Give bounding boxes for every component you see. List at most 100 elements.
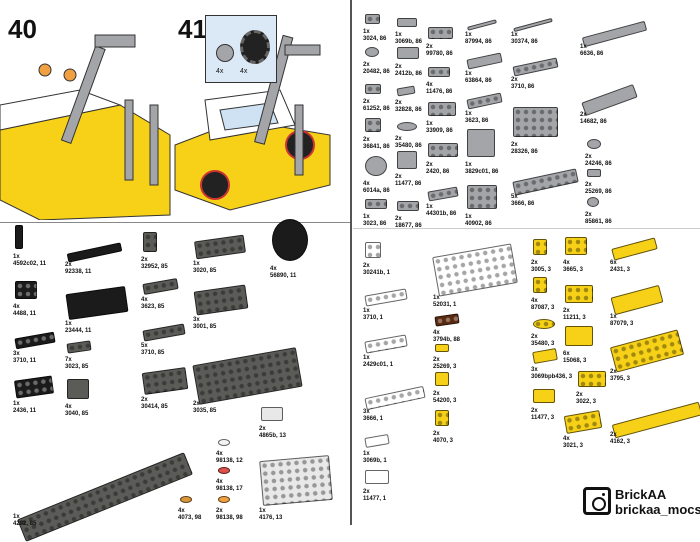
part-image (533, 239, 547, 255)
part-image (365, 47, 379, 57)
instagram-icon (583, 487, 611, 515)
part-image (193, 234, 247, 260)
part-code: 87079, 3 (610, 321, 634, 327)
part-code: 30414, 85 (141, 404, 168, 410)
part-image (428, 102, 456, 116)
part-image (218, 496, 230, 503)
part-image (587, 197, 599, 207)
part-image (563, 410, 603, 434)
step-number-41: 41 (178, 14, 207, 44)
part-quantity: 5x (141, 343, 148, 349)
part-quantity: 4x (216, 451, 223, 457)
part-code: 4070, 3 (433, 438, 454, 444)
part-image (141, 367, 189, 395)
part-code: 85861, 86 (585, 219, 612, 225)
part-image (15, 225, 23, 249)
part-image (578, 371, 606, 387)
part-code: 33909, 86 (426, 128, 453, 134)
part-code: 3001, 85 (193, 324, 217, 330)
part-image (467, 129, 495, 157)
part-quantity: 1x (259, 508, 266, 514)
part-code: 98138, 12 (216, 458, 243, 464)
part-image (66, 242, 123, 263)
part-quantity: 1x (65, 321, 72, 327)
step-40-truck-illustration (0, 34, 171, 220)
part-code: 3021, 3 (563, 443, 584, 449)
part-quantity: 1x (580, 44, 587, 50)
part-code: 2436, 11 (13, 408, 37, 414)
part-image (66, 340, 92, 354)
part-code: 6636, 86 (580, 51, 604, 57)
brand-name: BrickAA (615, 487, 667, 502)
part-quantity: 4x (433, 330, 440, 336)
part-image (364, 334, 408, 354)
part-code: 30374, 86 (511, 39, 538, 45)
part-image (365, 199, 387, 209)
part-quantity: 1x (13, 401, 20, 407)
step-divider (0, 222, 350, 223)
part-image (193, 284, 249, 316)
part-code: 3069bpb436, 3 (531, 374, 573, 380)
part-quantity: 2x (363, 137, 370, 143)
part-image (513, 107, 558, 137)
part-code: 87994, 86 (465, 39, 492, 45)
part-code: 4176, 13 (259, 515, 283, 521)
part-image (65, 285, 129, 321)
step-number-40: 40 (8, 14, 37, 44)
part-code: 11477, 1 (363, 496, 387, 502)
part-quantity: 4x (141, 297, 148, 303)
part-image (365, 14, 380, 24)
part-quantity: 4x (531, 298, 538, 304)
part-code: 3069b, 1 (363, 458, 387, 464)
part-image (15, 281, 37, 299)
part-image (259, 455, 333, 506)
part-image (396, 85, 416, 97)
part-image (435, 410, 449, 426)
part-image (365, 242, 381, 258)
part-quantity: 2x (363, 489, 370, 495)
part-image (467, 185, 497, 209)
part-image (142, 278, 179, 295)
part-image (428, 27, 453, 39)
part-code: 40902, 86 (465, 221, 492, 227)
part-quantity: 1x (511, 32, 518, 38)
step-41-truck-illustration (174, 34, 331, 211)
part-quantity: 1x (465, 111, 472, 117)
part-quantity: 1x (433, 295, 440, 301)
part-code: 32828, 86 (395, 107, 422, 113)
part-code: 4282, 85 (13, 521, 37, 527)
part-code: 44301b, 86 (426, 211, 457, 217)
part-image (364, 288, 408, 307)
part-quantity: 1x (363, 214, 370, 220)
part-code: 25269, 3 (433, 364, 457, 370)
part-image (13, 375, 55, 399)
part-quantity: 1x (395, 32, 402, 38)
part-quantity: 3x (363, 409, 370, 415)
part-quantity: 1x (363, 451, 370, 457)
part-code: 11477, 86 (395, 181, 422, 187)
part-code: 3665, 3 (563, 267, 584, 273)
part-quantity: 2x (395, 174, 402, 180)
part-quantity: 2x (433, 431, 440, 437)
